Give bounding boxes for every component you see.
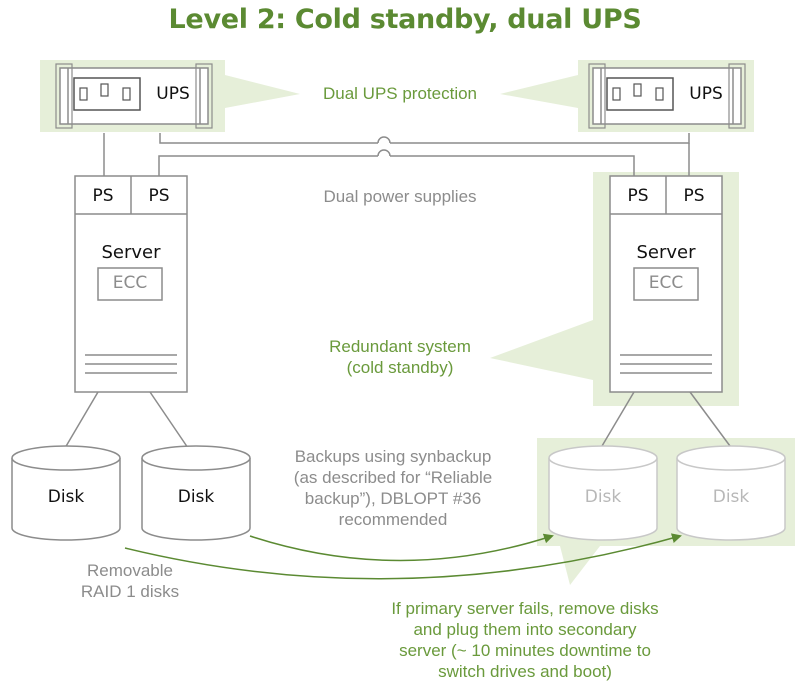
ecc-label: ECC [112,273,148,293]
ps-label: PS [148,186,170,206]
ps-label: PS [92,186,114,206]
ups-right [588,63,746,129]
ups-right-label: UPS [689,84,723,104]
outlet-icon [612,87,621,101]
server-primary [74,175,188,393]
failover-annotation: If primary server fails, remove disks an… [391,599,659,681]
outlet-icon [122,87,131,101]
disk-primary-1 [11,445,121,541]
outlet-icon [79,87,88,101]
server-label: Server [636,242,696,263]
page-title: Level 2: Cold standby, dual UPS [168,4,642,35]
outlet-icon [633,83,642,97]
outlet-panel [606,77,674,111]
outlet-panel [73,77,141,111]
ps-label: PS [683,186,705,206]
ecc-box [633,267,699,301]
ps-label: PS [627,186,649,206]
disk-label: Disk [584,487,622,507]
server-label: Server [101,242,161,263]
server-secondary [609,175,723,393]
disk-primary-2 [141,445,251,541]
backups-annotation: Backups using synbackup (as described fo… [293,447,493,529]
redundant-annotation: Redundant system (cold standby) [329,337,471,377]
ups-left [55,63,213,129]
disk-secondary-1 [548,445,658,541]
ups-left-label: UPS [156,84,190,104]
ecc-box [97,267,163,301]
disk-secondary-2 [676,445,786,541]
disk-label: Disk [177,487,215,507]
disk-connectors [64,391,731,449]
disk-label: Disk [712,487,750,507]
arrow-disk2-to-secondary [249,533,554,562]
dual-ups-annotation: Dual UPS protection [322,84,478,103]
disk-label: Disk [47,487,85,507]
removable-annotation: Removable RAID 1 disks [80,561,180,601]
outlet-icon [100,83,109,97]
arrow-disk1-to-secondary [124,533,682,580]
outlet-icon [655,87,664,101]
ecc-label: ECC [648,273,684,293]
dual-power-annotation: Dual power supplies [323,187,477,206]
power-cables [103,133,690,176]
